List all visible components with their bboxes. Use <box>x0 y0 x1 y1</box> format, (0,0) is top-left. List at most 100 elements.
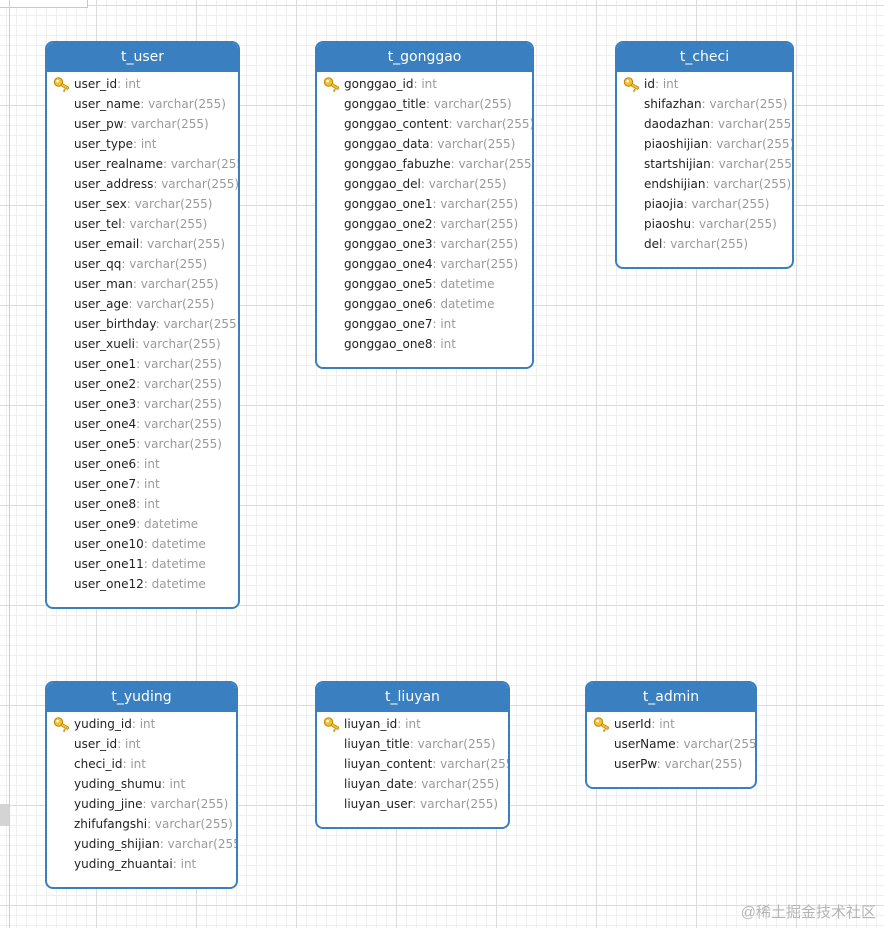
field-row[interactable]: user_one9: datetime <box>47 514 238 534</box>
entity-title[interactable]: t_checi <box>617 43 792 72</box>
type-separator: : <box>656 757 665 771</box>
field-row[interactable]: user_name: varchar(255) <box>47 94 238 114</box>
type-separator: : <box>153 177 162 191</box>
field-row[interactable]: yuding_jine: varchar(255) <box>47 794 236 814</box>
field-row[interactable]: liuyan_content: varchar(255) <box>317 754 508 774</box>
field-row[interactable]: piaojia: varchar(255) <box>617 194 792 214</box>
field-row[interactable]: user_one10: datetime <box>47 534 238 554</box>
field-row[interactable]: user_type: int <box>47 134 238 154</box>
field-row[interactable]: gonggao_one4: varchar(255) <box>317 254 532 274</box>
field-row[interactable]: startshijian: varchar(255) <box>617 154 792 174</box>
field-row[interactable]: gonggao_one3: varchar(255) <box>317 234 532 254</box>
entity-title[interactable]: t_yuding <box>47 683 236 712</box>
type-separator: : <box>131 717 140 731</box>
field-row[interactable]: gonggao_one1: varchar(255) <box>317 194 532 214</box>
field-row[interactable]: gonggao_title: varchar(255) <box>317 94 532 114</box>
field-row[interactable]: yuding_shijian: varchar(255) <box>47 834 236 854</box>
field-name: user_one6 <box>74 457 137 471</box>
type-separator: : <box>413 77 422 91</box>
field-row[interactable]: user_one2: varchar(255) <box>47 374 238 394</box>
field-row[interactable]: gonggao_content: varchar(255) <box>317 114 532 134</box>
field-row[interactable]: user_xueli: varchar(255) <box>47 334 238 354</box>
field-row[interactable]: user_one3: varchar(255) <box>47 394 238 414</box>
field-row[interactable]: gonggao_del: varchar(255) <box>317 174 532 194</box>
field-row[interactable]: user_one12: datetime <box>47 574 238 594</box>
primary-key-field-row[interactable]: user_id: int <box>47 74 238 94</box>
field-row[interactable]: gonggao_one8: int <box>317 334 532 354</box>
field-type: varchar(255) <box>440 197 519 211</box>
type-separator: : <box>413 777 422 791</box>
field-row[interactable]: userName: varchar(255) <box>587 734 755 754</box>
field-row[interactable]: user_qq: varchar(255) <box>47 254 238 274</box>
field-row[interactable]: liuyan_date: varchar(255) <box>317 774 508 794</box>
field-name: piaoshijian <box>644 137 709 151</box>
entity-title[interactable]: t_user <box>47 43 238 72</box>
field-row[interactable]: gonggao_data: varchar(255) <box>317 134 532 154</box>
key-icon <box>53 716 71 733</box>
field-row[interactable]: user_man: varchar(255) <box>47 274 238 294</box>
field-row[interactable]: gonggao_one2: varchar(255) <box>317 214 532 234</box>
field-row[interactable]: gonggao_one6: datetime <box>317 294 532 314</box>
field-row[interactable]: yuding_zhuantai: int <box>47 854 236 874</box>
entity-title[interactable]: t_admin <box>587 683 755 712</box>
field-row[interactable]: user_sex: varchar(255) <box>47 194 238 214</box>
field-row[interactable]: user_one8: int <box>47 494 238 514</box>
field-name: gonggao_one8 <box>344 337 433 351</box>
primary-key-field-row[interactable]: gonggao_id: int <box>317 74 532 94</box>
document-tab[interactable] <box>0 0 88 8</box>
key-icon <box>53 76 71 93</box>
field-name: gonggao_one5 <box>344 277 433 291</box>
field-row[interactable]: del: varchar(255) <box>617 234 792 254</box>
field-row[interactable]: gonggao_one7: int <box>317 314 532 334</box>
field-row[interactable]: user_address: varchar(255) <box>47 174 238 194</box>
field-row[interactable]: daodazhan: varchar(255) <box>617 114 792 134</box>
entity-title[interactable]: t_liuyan <box>317 683 508 712</box>
field-row[interactable]: zhifufangshi: varchar(255) <box>47 814 236 834</box>
field-row[interactable]: user_one11: datetime <box>47 554 238 574</box>
field-row[interactable]: user_one1: varchar(255) <box>47 354 238 374</box>
field-row[interactable]: liuyan_user: varchar(255) <box>317 794 508 814</box>
field-row[interactable]: user_one7: int <box>47 474 238 494</box>
field-row[interactable]: user_one6: int <box>47 454 238 474</box>
field-row[interactable]: user_email: varchar(255) <box>47 234 238 254</box>
field-row[interactable]: piaoshijian: varchar(255) <box>617 134 792 154</box>
field-row[interactable]: piaoshu: varchar(255) <box>617 214 792 234</box>
field-type: int <box>139 717 156 731</box>
field-row[interactable]: user_id: int <box>47 734 236 754</box>
type-separator: : <box>136 437 144 451</box>
field-type: datetime <box>440 277 495 291</box>
field-type: int <box>169 777 186 791</box>
field-type: varchar(255) <box>433 97 512 111</box>
field-row[interactable]: checi_id: int <box>47 754 236 774</box>
type-separator: : <box>432 217 441 231</box>
field-name: shifazhan <box>644 97 702 111</box>
field-row[interactable]: user_realname: varchar(255) <box>47 154 238 174</box>
field-row[interactable]: gonggao_one5: datetime <box>317 274 532 294</box>
field-row[interactable]: shifazhan: varchar(255) <box>617 94 792 114</box>
entity-title[interactable]: t_gonggao <box>317 43 532 72</box>
primary-key-field-row[interactable]: userId: int <box>587 714 755 734</box>
type-separator: : <box>654 77 663 91</box>
primary-key-field-row[interactable]: yuding_id: int <box>47 714 236 734</box>
field-row[interactable]: user_tel: varchar(255) <box>47 214 238 234</box>
primary-key-field-row[interactable]: id: int <box>617 74 792 94</box>
field-row[interactable]: user_one5: varchar(255) <box>47 434 238 454</box>
field-row[interactable]: user_age: varchar(255) <box>47 294 238 314</box>
field-row[interactable]: userPw: varchar(255) <box>587 754 755 774</box>
field-row[interactable]: liuyan_title: varchar(255) <box>317 734 508 754</box>
field-row[interactable]: user_one4: varchar(255) <box>47 414 238 434</box>
field-type: varchar(255) <box>428 177 507 191</box>
field-row[interactable]: gonggao_fabuzhe: varchar(255) <box>317 154 532 174</box>
primary-key-field-row[interactable]: liuyan_id: int <box>317 714 508 734</box>
field-name: user_qq <box>74 257 122 271</box>
field-row[interactable]: user_pw: varchar(255) <box>47 114 238 134</box>
field-row[interactable]: yuding_shumu: int <box>47 774 236 794</box>
field-row[interactable]: user_birthday: varchar(255) <box>47 314 238 334</box>
field-row[interactable]: endshijian: varchar(255) <box>617 174 792 194</box>
